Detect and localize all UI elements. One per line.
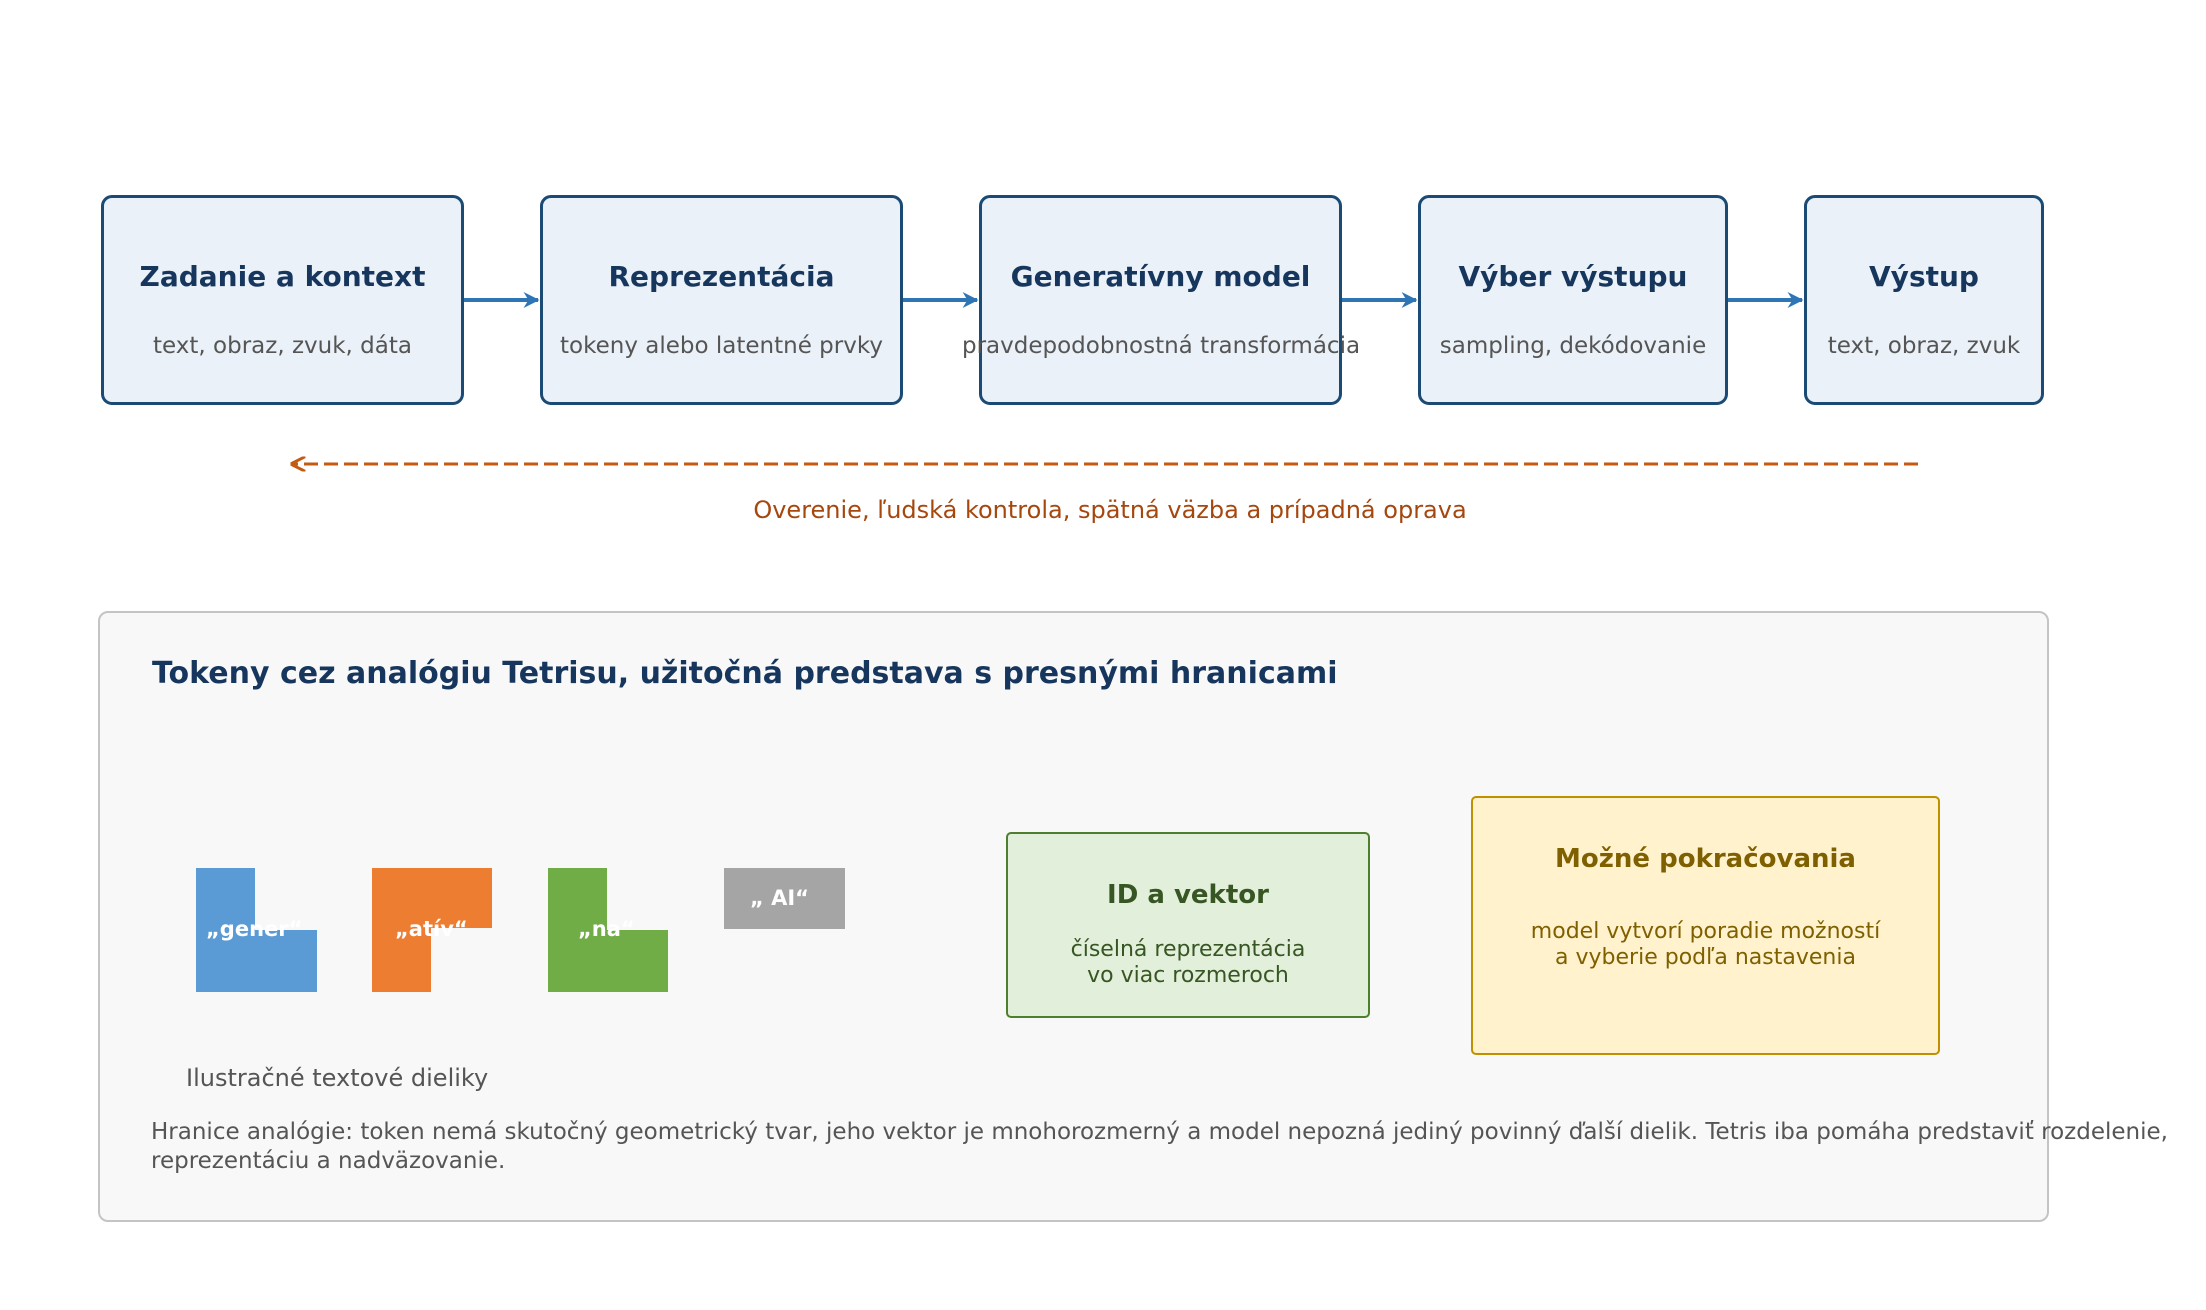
step-title: Zadanie a kontext (139, 260, 426, 293)
step-subtitle: tokeny alebo latentné prvky (560, 333, 883, 359)
step-box-generative-model: Generatívny model pravdepodobnostná tran… (962, 195, 1360, 405)
step-title: Reprezentácia (608, 260, 835, 293)
pieces-caption: Ilustračné textové dieliky (186, 1064, 489, 1092)
step-title: Výstup (1869, 260, 1979, 293)
step-subtitle: text, obraz, zvuk, dáta (153, 333, 412, 359)
id-vector-description: číselná reprezentácia vo viac rozmeroch (1008, 937, 1368, 989)
step-subtitle: text, obraz, zvuk (1827, 333, 2021, 359)
tokens-panel-title: Tokeny cez analógiu Tetrisu, užitočná pr… (152, 656, 1338, 691)
step-box-representation: Reprezentácia tokeny alebo latentné prvk… (540, 195, 903, 405)
tetris-piece-ativ (372, 868, 492, 992)
piece-label-gener: „gener“ (206, 917, 303, 941)
step-subtitle: pravdepodobnostná transformácia (962, 333, 1361, 359)
piece-label-ativ: „atív“ (395, 917, 468, 941)
tetris-piece-na (548, 868, 668, 992)
step-title: Výber výstupu (1458, 260, 1688, 293)
step-box-output-selection: Výber výstupu sampling, dekódovanie (1418, 195, 1728, 405)
continuations-description: model vytvorí poradie možností a vyberie… (1473, 919, 1938, 971)
continuations-line-1: model vytvorí poradie možností (1530, 919, 1881, 944)
piece-label-ai: „ AI“ (750, 886, 809, 910)
id-vector-line-2: vo viac rozmeroch (1087, 963, 1289, 988)
step-subtitle: sampling, dekódovanie (1439, 333, 1707, 359)
analogy-limits-note: Hranice analógie: token nemá skutočný ge… (151, 1119, 2168, 1174)
id-vector-title: ID a vektor (1107, 880, 1269, 910)
continuations-line-2: a vyberie podľa nastavenia (1555, 945, 1856, 970)
tetris-piece-ai (724, 868, 845, 929)
continuations-box: Možné pokračovania model vytvorí poradie… (1471, 796, 1940, 1055)
tetris-piece-gener (196, 868, 317, 992)
id-vector-line-1: číselná reprezentácia (1070, 937, 1306, 962)
continuations-title: Možné pokračovania (1555, 844, 1856, 874)
step-title: Generatívny model (1010, 260, 1311, 293)
step-box-input-context: Zadanie a kontext text, obraz, zvuk, dát… (101, 195, 464, 405)
piece-label-na: „na“ (578, 917, 635, 941)
step-box-output: Výstup text, obraz, zvuk (1804, 195, 2044, 405)
id-vector-box: ID a vektor číselná reprezentácia vo via… (1006, 832, 1370, 1018)
feedback-label: Overenie, ľudská kontrola, spätná väzba … (753, 496, 1467, 524)
